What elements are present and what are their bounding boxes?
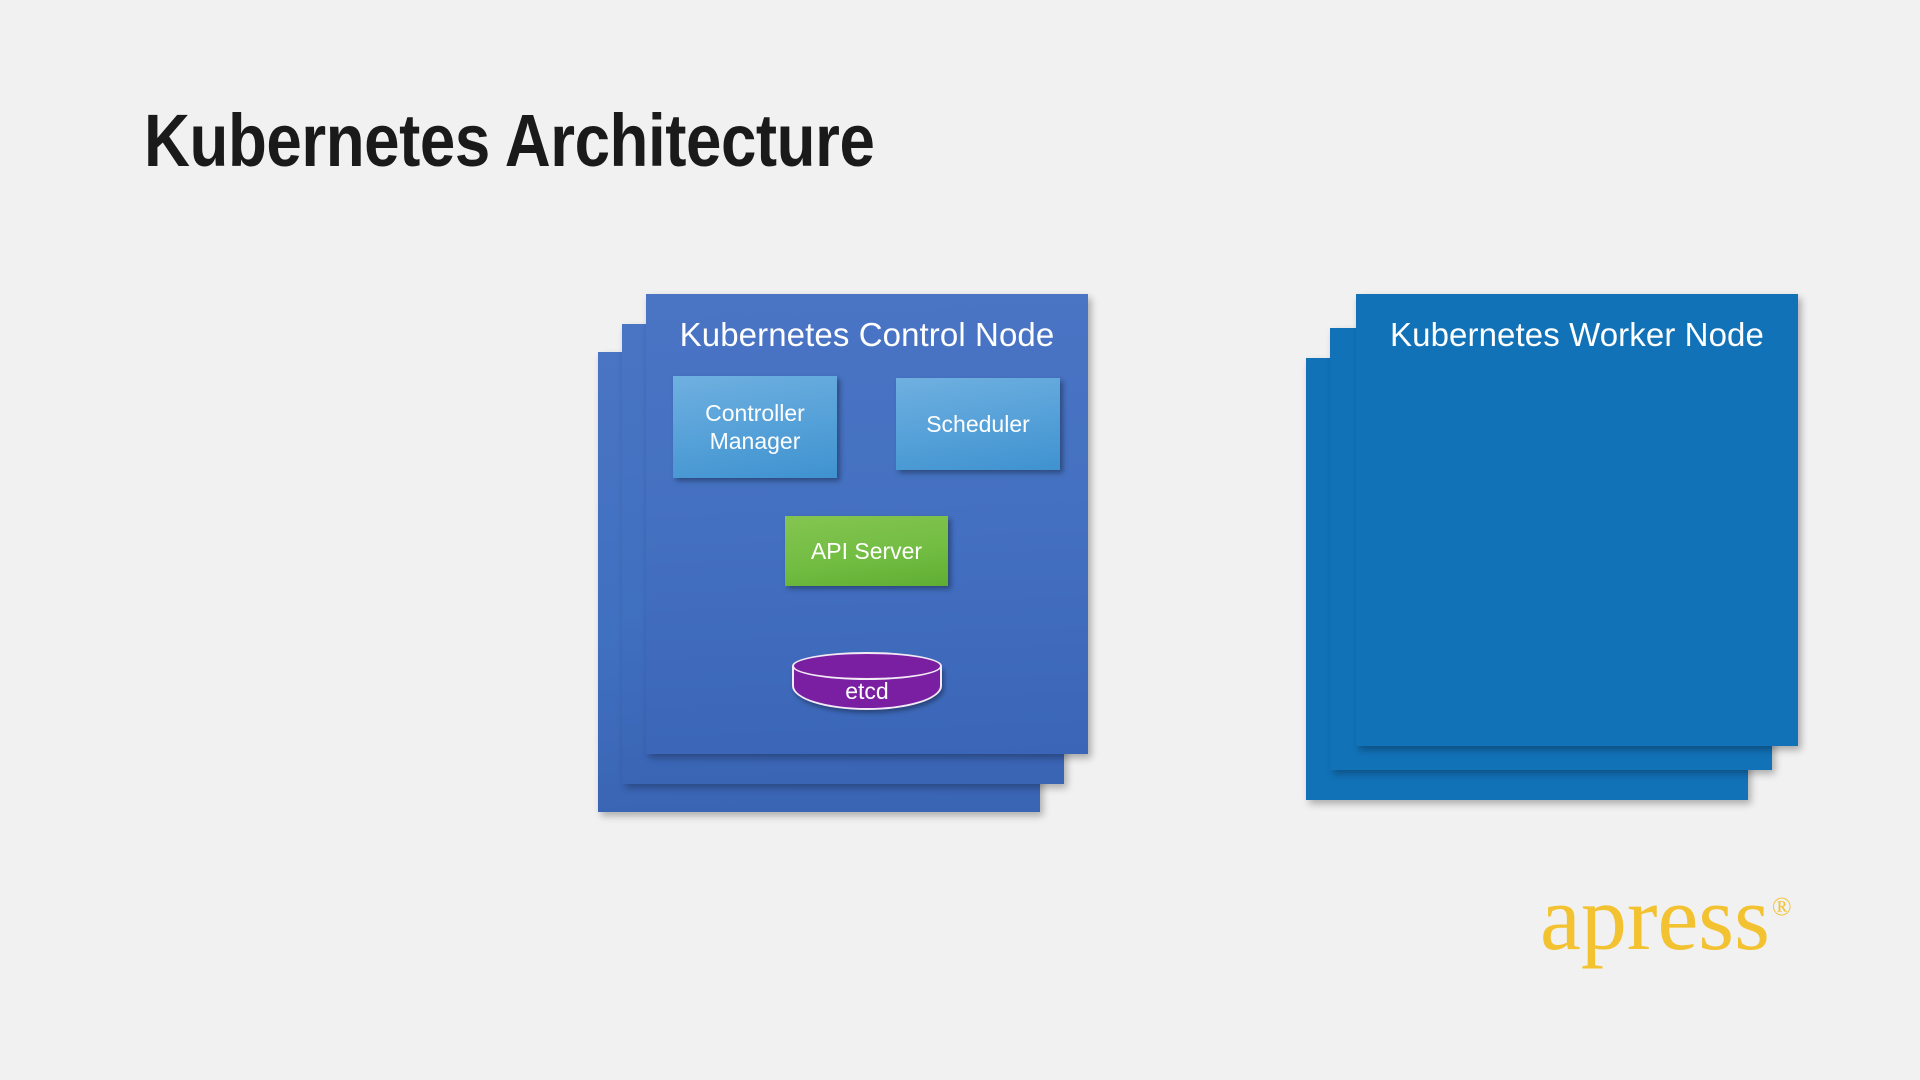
api-server-box[interactable]: API Server <box>785 516 948 586</box>
worker-node-heading: Kubernetes Worker Node <box>1390 316 1764 353</box>
etcd-cylinder-top <box>792 652 942 680</box>
etcd-cylinder[interactable]: etcd <box>792 652 942 710</box>
registered-trademark-icon: ® <box>1771 892 1792 921</box>
scheduler-label: Scheduler <box>926 410 1030 437</box>
api-server-label: API Server <box>810 537 923 564</box>
controller-manager-box[interactable]: Controller Manager <box>673 376 837 478</box>
etcd-label: etcd <box>845 678 889 704</box>
worker-node-card[interactable]: Kubernetes Worker Node <box>1356 294 1798 746</box>
scheduler-box[interactable]: Scheduler <box>896 378 1060 470</box>
apress-logo: apress® <box>1540 872 1792 964</box>
apress-logo-text: apress <box>1540 867 1770 969</box>
controller-manager-label: Controller Manager <box>705 399 805 454</box>
page-title: Kubernetes Architecture <box>144 99 875 182</box>
control-node-heading: Kubernetes Control Node <box>679 316 1055 353</box>
control-node-card[interactable]: Kubernetes Control Node Controller Manag… <box>646 294 1088 754</box>
